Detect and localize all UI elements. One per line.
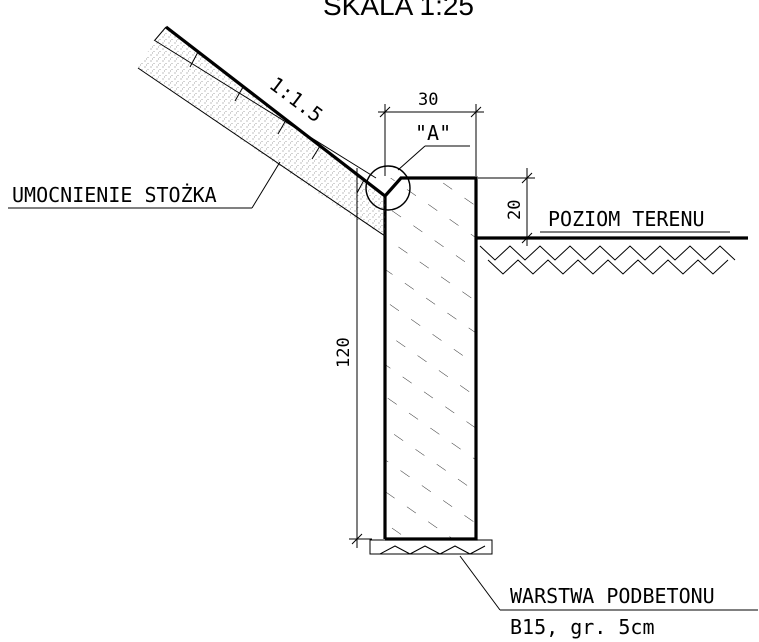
subbase-spec-label: B15, gr. 5cm [510, 615, 655, 639]
dimension-height-value: 120 [334, 337, 354, 368]
slope-tiles [189, 51, 365, 194]
subbase-title-label: WARSTWA PODBETONU [510, 584, 715, 608]
detail-a-marker [365, 145, 470, 211]
dimension-top-width [378, 104, 484, 176]
ground-level [476, 231, 748, 275]
dimension-top-width-value: 30 [418, 90, 438, 110]
dimension-top-offset-value: 20 [505, 200, 525, 220]
slope-protection-label: UMOCNIENIE STOŻKA [12, 183, 217, 207]
foundation-wall [383, 176, 478, 541]
subbase-layer [369, 539, 758, 611]
drawing-title: SKALA 1:25 [323, 0, 474, 21]
detail-a-label: "A" [415, 121, 451, 145]
ground-level-label: POZIOM TERENU [548, 207, 705, 231]
dimension-height [349, 168, 372, 548]
slope-protection-leader [8, 161, 281, 209]
slope-protection-layer [137, 25, 386, 237]
